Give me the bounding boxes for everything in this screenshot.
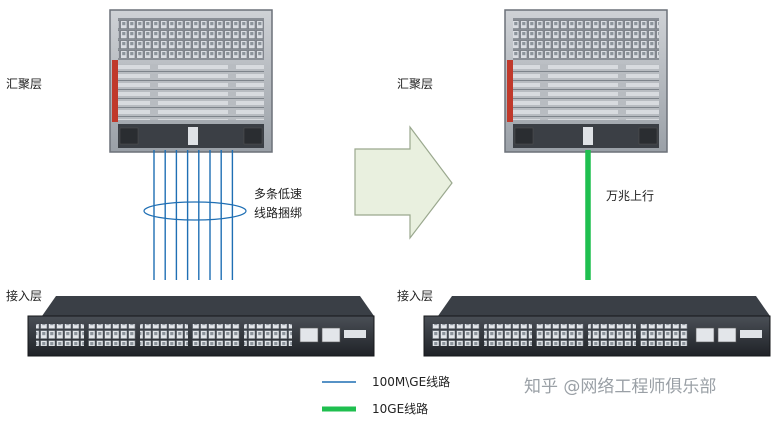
right-access-switch xyxy=(423,296,771,357)
bundle-label-line1: 多条低速 xyxy=(254,187,302,201)
left-aggregation-label: 汇聚层 xyxy=(6,77,42,91)
legend-label-100m-ge: 100M\GE线路 xyxy=(372,374,450,389)
legend: 100M\GE线路 10GE线路 xyxy=(322,374,450,416)
left-aggregation-chassis xyxy=(109,9,273,153)
left-access-switch xyxy=(27,296,375,357)
transition-arrow xyxy=(354,125,453,240)
left-access-label: 接入层 xyxy=(6,288,42,303)
right-access-label: 接入层 xyxy=(397,288,433,303)
right-aggregation-chassis xyxy=(504,9,668,153)
watermark: 知乎 @网络工程师俱乐部 xyxy=(524,377,716,397)
right-aggregation-label: 汇聚层 xyxy=(397,77,433,91)
left-thin-line-bundle xyxy=(153,150,234,280)
bundle-label-line2: 线路捆绑 xyxy=(254,205,302,220)
uplink-label: 万兆上行 xyxy=(606,189,654,203)
bundle-ellipse xyxy=(143,201,247,221)
legend-label-10ge: 10GE线路 xyxy=(372,401,428,416)
